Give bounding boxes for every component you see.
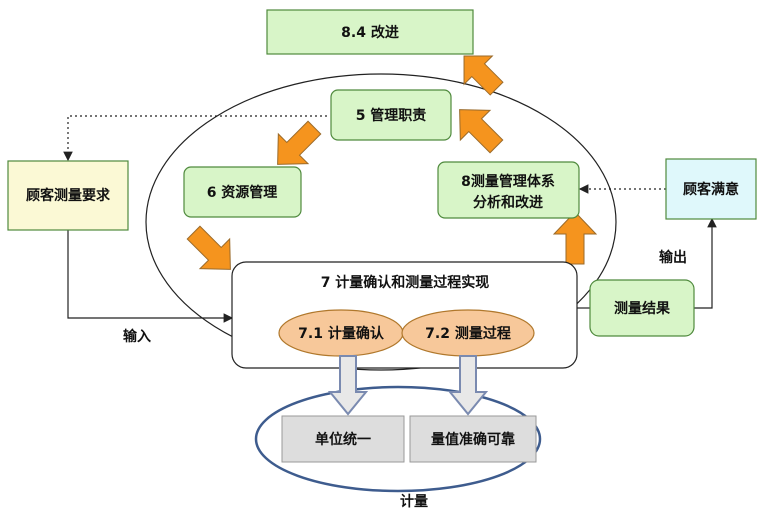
management-box — [330, 89, 452, 141]
result-box — [589, 279, 695, 337]
output-connector — [694, 217, 717, 309]
analysis-label-line2: 分析和改进 — [473, 194, 543, 211]
metrology-label: 计量 — [400, 493, 428, 510]
management-label: 5 管理职责 — [356, 107, 427, 124]
cycle-arrow-resource-to-realization — [186, 225, 231, 270]
unify-label: 单位统一 — [315, 431, 371, 448]
down-arrow-confirmation — [327, 355, 369, 416]
analysis-box — [437, 161, 580, 219]
cycle-ellipse — [145, 73, 617, 371]
process-label: 7.2 测量过程 — [425, 325, 511, 342]
customer-requirement-label: 顾客测量要求 — [26, 187, 111, 204]
input-connector — [67, 230, 234, 323]
cycle-arrow-management-to-resource — [277, 120, 322, 165]
down-arrow-process — [447, 355, 489, 416]
requirement-dotted-connector — [63, 115, 327, 162]
reliable-label: 量值准确可靠 — [431, 431, 515, 448]
output-label: 输出 — [659, 249, 687, 266]
metrology-oval — [254, 385, 542, 493]
customer-satisfaction-label: 顾客满意 — [683, 181, 739, 198]
customer-satisfaction-box — [665, 158, 757, 220]
customer-requirement-box — [7, 160, 129, 231]
improve-label: 8.4 改进 — [341, 24, 399, 41]
cycle-arrow-realization-to-analysis — [552, 211, 598, 265]
confirmation-label: 7.1 计量确认 — [298, 325, 385, 342]
resource-label: 6 资源管理 — [207, 184, 278, 201]
analysis-label-line1: 8测量管理体系 — [461, 173, 555, 190]
result-label: 测量结果 — [614, 300, 671, 317]
reliable-box — [409, 415, 537, 463]
realization-label: 7 计量确认和测量过程实现 — [321, 274, 490, 291]
improve-box — [266, 9, 474, 55]
cycle-arrow-to-improve — [463, 55, 504, 96]
cycle-arrow-analysis-to-management — [459, 109, 504, 154]
resource-box — [183, 166, 302, 218]
input-label: 输入 — [123, 328, 151, 345]
unify-box — [281, 415, 405, 463]
